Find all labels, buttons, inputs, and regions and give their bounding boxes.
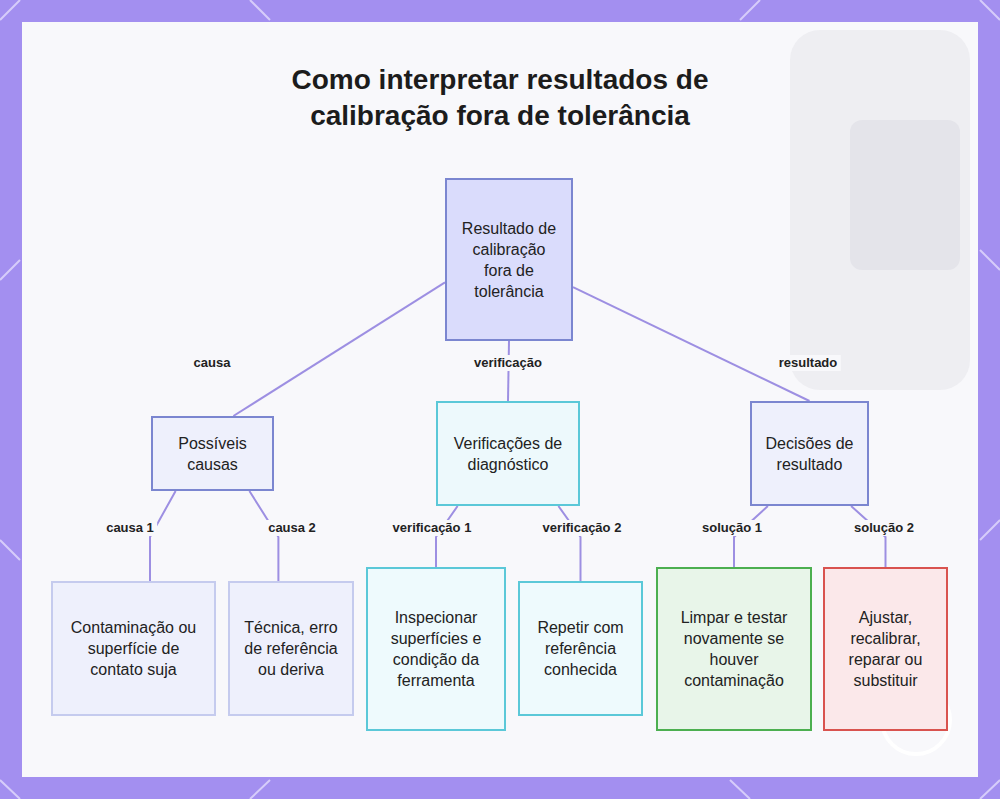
canvas-ground bbox=[22, 22, 978, 777]
root-box: Resultado de calibração fora de tolerânc… bbox=[445, 178, 573, 341]
connector-line bbox=[150, 491, 176, 581]
blurred-photo bbox=[850, 120, 960, 270]
edge-label: verificação bbox=[471, 355, 545, 371]
edge-label: causa 1 bbox=[103, 520, 157, 536]
edge-label: verificação 1 bbox=[390, 520, 475, 536]
node-label: Resultado de calibração fora de tolerânc… bbox=[457, 218, 561, 302]
node-label: Ajustar, recalibrar, reparar ou substitu… bbox=[835, 607, 936, 691]
connector-line bbox=[734, 506, 768, 567]
edge-label: causa 2 bbox=[265, 520, 319, 536]
node-label: Repetir com referência conhecida bbox=[530, 617, 631, 680]
edge-label: solução 1 bbox=[699, 520, 765, 536]
diagram-title: Como interpretar resultados de calibraçã… bbox=[220, 62, 780, 134]
edge-label: verificação 2 bbox=[540, 520, 625, 536]
cause-box: Técnica, erro de referência ou deriva bbox=[228, 581, 354, 716]
node-label: Limpar e testar novamente se houver cont… bbox=[668, 607, 800, 691]
category-box: Verificações de diagnóstico bbox=[436, 401, 580, 506]
check-box: Inspecionar superfícies e condição da fe… bbox=[366, 567, 506, 731]
category-box: Possíveis causas bbox=[151, 416, 274, 491]
edge-label: solução 2 bbox=[851, 520, 917, 536]
edge-label: causa bbox=[191, 355, 234, 371]
node-label: Possíveis causas bbox=[163, 433, 262, 475]
category-box: Decisões de resultado bbox=[750, 401, 869, 506]
connector-line bbox=[558, 506, 580, 581]
node-label: Decisões de resultado bbox=[762, 433, 857, 475]
connector-line bbox=[573, 287, 810, 401]
edge-label: resultado bbox=[776, 355, 841, 371]
node-label: Contaminação ou superfície de contato su… bbox=[63, 617, 204, 680]
solution-box: Limpar e testar novamente se houver cont… bbox=[656, 567, 812, 731]
connector-line bbox=[436, 506, 458, 567]
connector-line bbox=[233, 282, 445, 416]
node-label: Verificações de diagnóstico bbox=[448, 433, 568, 475]
connector-line bbox=[851, 506, 885, 567]
cause-box: Contaminação ou superfície de contato su… bbox=[51, 581, 216, 716]
connector-line bbox=[249, 491, 278, 581]
node-label: Inspecionar superfícies e condição da fe… bbox=[378, 607, 494, 691]
connector-line bbox=[508, 341, 509, 401]
blurred-photo bbox=[790, 30, 970, 390]
check-box: Repetir com referência conhecida bbox=[518, 581, 643, 716]
solution-box: Ajustar, recalibrar, reparar ou substitu… bbox=[823, 567, 948, 731]
node-label: Técnica, erro de referência ou deriva bbox=[240, 617, 342, 680]
